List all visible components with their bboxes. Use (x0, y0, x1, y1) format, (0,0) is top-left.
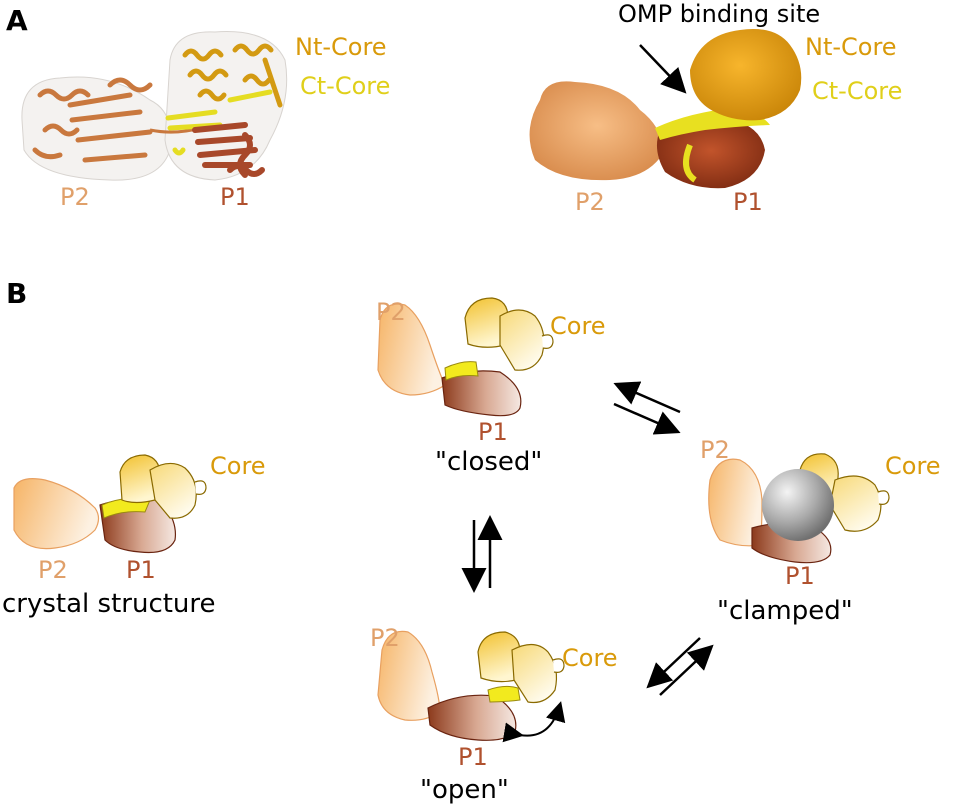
ribbon-structure: Nt-Core Ct-Core P2 P1 (21, 31, 390, 211)
closed-p2-shape (377, 303, 446, 396)
arrow-closed-to-clamped (613, 402, 681, 435)
label-nt-core-surface: Nt-Core (805, 33, 897, 61)
label-closed-core: Core (550, 312, 606, 340)
label-closed-p2: P2 (376, 298, 406, 326)
equilibrium-arrows (461, 381, 714, 696)
label-nt-core-ribbon: Nt-Core (295, 33, 387, 61)
p2-surface (529, 81, 665, 181)
open-state: P2 Core P1 "open" (370, 624, 618, 805)
clamped-state: P2 Core P1 "clamped" (700, 436, 941, 626)
p2-ribbon (32, 77, 153, 163)
label-omp-binding-site: OMP binding site (618, 0, 820, 28)
label-clamped-core: Core (885, 452, 941, 480)
surface-structure: OMP binding site Nt-Core Ct-Core P2 P1 (529, 0, 902, 216)
label-open-p1: P1 (458, 743, 488, 771)
label-clamped-p2: P2 (700, 436, 730, 464)
caption-open: "open" (420, 775, 509, 805)
caption-closed: "closed" (435, 447, 542, 477)
omp-ball (762, 469, 834, 541)
label-crystal-core: Core (210, 452, 266, 480)
crystal-core-shape (119, 454, 161, 504)
arrow-open-to-clamped (659, 644, 714, 696)
label-p2-ribbon: P2 (60, 183, 90, 211)
arrow-clamped-to-open (646, 637, 701, 689)
panel-b-letter: B (6, 277, 27, 310)
label-p1-surface: P1 (733, 188, 763, 216)
label-p2-surface: P2 (575, 188, 605, 216)
open-motion-arrow (502, 701, 566, 743)
arrow-clamped-to-closed (613, 381, 681, 414)
nt-core-surface (690, 29, 802, 121)
p1-surface (656, 119, 765, 189)
label-clamped-p1: P1 (785, 562, 815, 590)
label-ct-core-surface: Ct-Core (812, 77, 902, 105)
label-ct-core-ribbon: Ct-Core (300, 72, 390, 100)
label-crystal-p2: P2 (38, 556, 68, 584)
closed-state: P2 Core P1 "closed" (376, 297, 606, 477)
open-p2-shape (377, 630, 441, 721)
label-p1-ribbon: P1 (220, 183, 250, 211)
omp-site-arrow (639, 44, 687, 94)
label-crystal-p1: P1 (126, 556, 156, 584)
open-core-shape (477, 631, 521, 683)
label-open-core: Core (562, 644, 618, 672)
label-closed-p1: P1 (478, 418, 508, 446)
closed-core-shape (464, 297, 509, 348)
p1-ribbon (192, 122, 265, 178)
caption-clamped: "clamped" (717, 596, 853, 626)
caption-crystal: crystal structure (2, 589, 216, 619)
closed-p1-shape (441, 370, 522, 417)
nt-core-ribbon (182, 43, 283, 108)
crystal-state: Core P2 P1 crystal structure (2, 452, 266, 619)
label-open-p2: P2 (370, 624, 400, 652)
crystal-p2-shape (13, 478, 100, 550)
panel-a-letter: A (6, 4, 28, 37)
